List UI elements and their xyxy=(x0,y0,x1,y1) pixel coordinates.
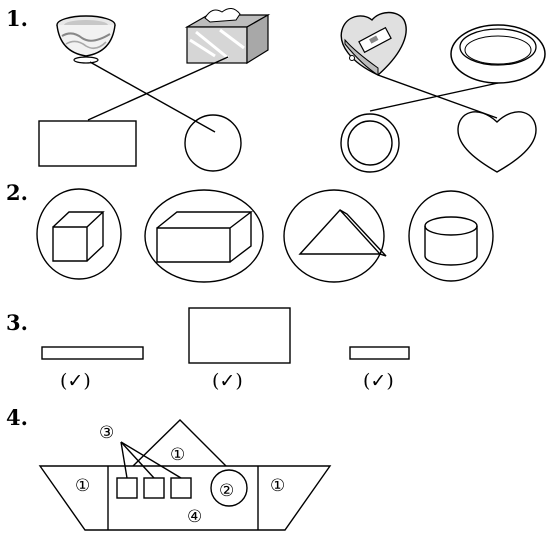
circle-shape xyxy=(185,115,241,171)
question-1-number: 1. xyxy=(6,6,28,31)
ring-shape xyxy=(341,114,399,172)
cylinder-option xyxy=(409,191,493,281)
window-square xyxy=(171,478,191,498)
question-2-number: 2. xyxy=(6,180,28,205)
match-line xyxy=(88,57,228,120)
label-right-triangle: ① xyxy=(270,476,285,496)
cube-option xyxy=(37,189,121,279)
match-line xyxy=(370,83,498,111)
tissue-box-image xyxy=(187,8,268,63)
label-sail: ① xyxy=(170,445,185,465)
answer-mark: (✓) xyxy=(363,370,394,392)
boat-figure xyxy=(40,420,330,530)
short-bar-rectangle xyxy=(350,347,409,359)
question-3-number: 3. xyxy=(6,310,28,335)
window-square xyxy=(144,478,164,498)
cuboid-option xyxy=(145,190,263,282)
long-bar-rectangle xyxy=(42,347,143,359)
label-circle: ② xyxy=(219,481,234,501)
triangle-prism-option xyxy=(284,190,386,282)
large-rectangle xyxy=(189,308,290,363)
bangle-image xyxy=(451,25,545,83)
question-4-number: 4. xyxy=(6,405,28,430)
heart-shape xyxy=(458,112,536,172)
window-square xyxy=(117,478,137,498)
heart-sharpener-image xyxy=(341,13,406,76)
label-left-triangle: ① xyxy=(75,476,90,496)
answer-mark: (✓) xyxy=(212,370,243,392)
rectangle-shape xyxy=(39,121,136,166)
bowl-image xyxy=(57,16,115,63)
label-rectangle: ④ xyxy=(187,507,202,527)
answer-mark: (✓) xyxy=(60,370,91,392)
label-squares: ③ xyxy=(99,423,114,443)
